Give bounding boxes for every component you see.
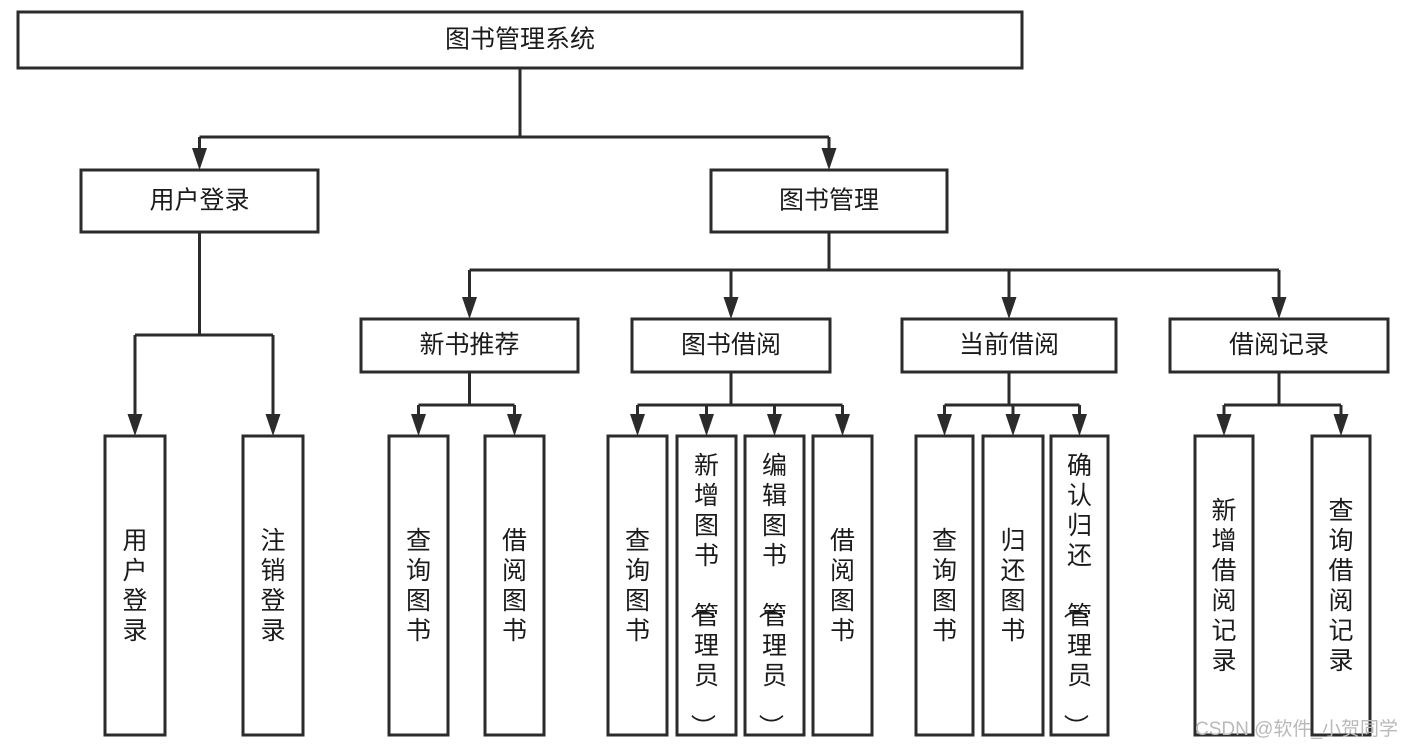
- node-current-borrow[interactable]: 当前借阅: [900, 317, 1118, 374]
- node-box-leaf-cur-query-book[interactable]: [914, 434, 975, 737]
- node-box-leaf-confirm-return[interactable]: [1049, 434, 1110, 737]
- arrow-head-icon: [835, 414, 850, 436]
- node-box-leaf-query-record[interactable]: [1310, 434, 1372, 737]
- node-box-leaf-return-book[interactable]: [981, 434, 1045, 737]
- node-box-leaf-logout[interactable]: [241, 434, 305, 737]
- node-leaf-rec-query-book[interactable]: 查询图书: [387, 434, 450, 737]
- node-user-login[interactable]: 用户登录: [79, 168, 320, 234]
- arrow-head-icon: [1005, 414, 1021, 436]
- node-leaf-user-login[interactable]: 用户登录: [103, 434, 167, 737]
- arrow-head-icon: [1072, 414, 1087, 436]
- node-label-leaf-confirm-return: 确认归还（管理员）: [1061, 452, 1092, 739]
- node-box-leaf-add-record[interactable]: [1193, 434, 1255, 737]
- node-box-leaf-rec-borrow-book[interactable]: [483, 434, 546, 737]
- arrow-head-icon: [265, 414, 281, 436]
- node-label-leaf-return-book: 归还图书: [1000, 527, 1025, 645]
- node-label-borrow-record: 借阅记录: [1229, 331, 1329, 359]
- arrow-head-icon: [630, 414, 645, 436]
- node-label-leaf-rec-query-book: 查询图书: [406, 527, 431, 645]
- arrow-head-icon: [507, 414, 522, 436]
- node-box-borrow-record[interactable]: [1168, 317, 1390, 374]
- node-box-leaf-borrow-query-book[interactable]: [606, 434, 669, 737]
- node-leaf-borrow-query-book[interactable]: 查询图书: [606, 434, 669, 737]
- arrow-head-icon: [462, 297, 477, 319]
- connector-group-bus-borrow-record: [1216, 372, 1349, 436]
- node-label-leaf-query-record: 查询借阅记录: [1328, 497, 1353, 675]
- node-label-leaf-edit-book: 编辑图书（管理员）: [756, 452, 787, 739]
- node-new-book-rec[interactable]: 新书推荐: [359, 317, 580, 374]
- node-box-leaf-borrow-book[interactable]: [811, 434, 874, 737]
- node-leaf-rec-borrow-book[interactable]: 借阅图书: [483, 434, 546, 737]
- arrow-head-icon: [192, 148, 207, 170]
- node-label-leaf-borrow-book: 借阅图书: [830, 527, 855, 645]
- node-root[interactable]: 图书管理系统: [16, 10, 1024, 70]
- arrow-head-icon: [699, 414, 714, 436]
- node-leaf-query-record[interactable]: 查询借阅记录: [1310, 434, 1372, 737]
- arrow-head-icon: [1271, 297, 1287, 319]
- node-label-root: 图书管理系统: [445, 26, 595, 54]
- connector-layer: [127, 68, 1349, 436]
- arrow-head-icon: [723, 297, 739, 319]
- connector-group-bus-book-borrow: [630, 372, 850, 436]
- connector-group-bus-new-book-rec: [411, 372, 522, 436]
- node-box-leaf-edit-book[interactable]: [743, 434, 806, 737]
- node-label-leaf-add-book: 新增图书（管理员）: [688, 452, 719, 739]
- node-leaf-add-book[interactable]: 新增图书（管理员）: [675, 434, 738, 739]
- node-box-leaf-add-book[interactable]: [675, 434, 738, 737]
- node-box-user-login[interactable]: [79, 168, 320, 234]
- arrow-head-icon: [821, 148, 837, 170]
- csdn-watermark: CSDN @软件_小贺同学: [1195, 718, 1398, 740]
- node-label-book-borrow: 图书借阅: [681, 331, 781, 359]
- node-leaf-return-book[interactable]: 归还图书: [981, 434, 1045, 737]
- arrow-head-icon: [937, 414, 952, 436]
- node-leaf-confirm-return[interactable]: 确认归还（管理员）: [1049, 434, 1110, 739]
- connector-group-bus-current-borrow: [937, 372, 1087, 436]
- node-leaf-borrow-book[interactable]: 借阅图书: [811, 434, 874, 737]
- node-label-new-book-rec: 新书推荐: [419, 331, 519, 359]
- node-box-leaf-rec-query-book[interactable]: [387, 434, 450, 737]
- node-label-current-borrow: 当前借阅: [959, 331, 1059, 359]
- node-label-leaf-logout: 注销登录: [260, 527, 285, 645]
- node-box-leaf-user-login[interactable]: [103, 434, 167, 737]
- node-box-book-borrow[interactable]: [630, 317, 832, 374]
- node-label-leaf-cur-query-book: 查询图书: [932, 527, 957, 645]
- node-leaf-cur-query-book[interactable]: 查询图书: [914, 434, 975, 737]
- node-box-root[interactable]: [16, 10, 1024, 70]
- node-label-leaf-add-record: 新增借阅记录: [1211, 497, 1236, 675]
- arrow-head-icon: [767, 414, 782, 436]
- node-book-borrow[interactable]: 图书借阅: [630, 317, 832, 374]
- node-borrow-record[interactable]: 借阅记录: [1168, 317, 1390, 374]
- connector-group-bus-root: [192, 68, 837, 170]
- connector-group-bus-book-manage: [462, 232, 1287, 319]
- arrow-head-icon: [1001, 297, 1017, 319]
- arrow-head-icon: [1333, 414, 1349, 436]
- node-label-leaf-borrow-query-book: 查询图书: [625, 527, 650, 645]
- connector-group-bus-user-login: [127, 232, 281, 436]
- node-book-manage[interactable]: 图书管理: [709, 168, 949, 234]
- node-label-user-login: 用户登录: [149, 187, 249, 215]
- node-label-leaf-rec-borrow-book: 借阅图书: [502, 527, 527, 645]
- node-leaf-edit-book[interactable]: 编辑图书（管理员）: [743, 434, 806, 739]
- node-layer: 图书管理系统用户登录图书管理新书推荐图书借阅当前借阅借阅记录用户登录注销登录查询…: [16, 10, 1390, 739]
- node-label-leaf-user-login: 用户登录: [122, 527, 147, 645]
- arrow-head-icon: [1216, 414, 1232, 436]
- arrow-head-icon: [127, 414, 143, 436]
- node-box-new-book-rec[interactable]: [359, 317, 580, 374]
- node-leaf-add-record[interactable]: 新增借阅记录: [1193, 434, 1255, 737]
- node-box-current-borrow[interactable]: [900, 317, 1118, 374]
- arrow-head-icon: [411, 414, 426, 436]
- node-label-book-manage: 图书管理: [779, 187, 879, 215]
- node-box-book-manage[interactable]: [709, 168, 949, 234]
- node-leaf-logout[interactable]: 注销登录: [241, 434, 305, 737]
